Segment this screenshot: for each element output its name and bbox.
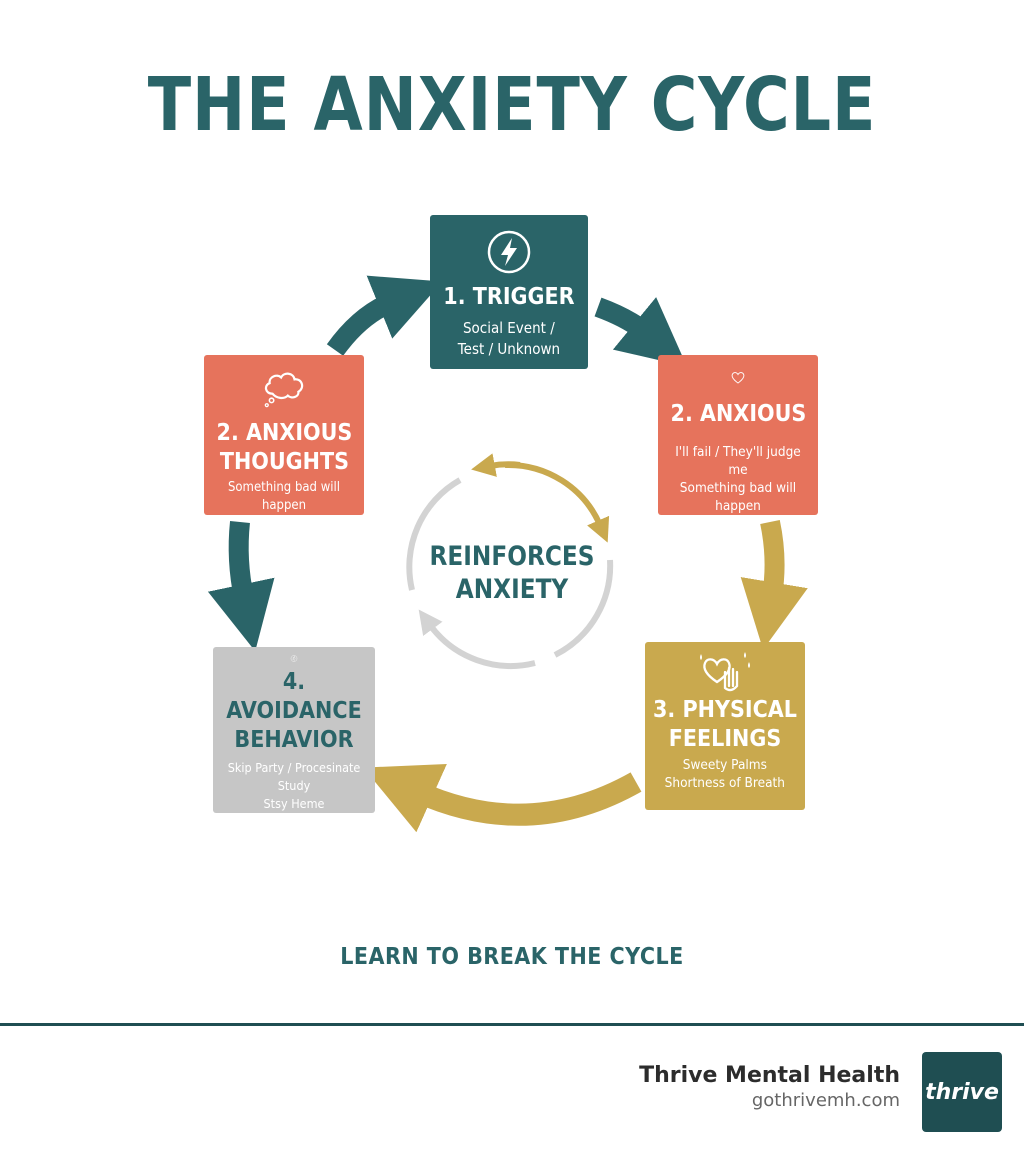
node-avoidance-behavior: 4. AVOIDANCE BEHAVIOR Skip Party / Proce… (213, 647, 375, 813)
node-trigger: 1. TRIGGER Social Event / Test / Unknown (430, 215, 588, 369)
node-anxious-thoughts: 2. ANXIOUS THOUGHTS Something bad will h… (204, 355, 364, 515)
thrive-logo[interactable]: thrive (922, 1052, 1002, 1132)
node-anxious-text: I'll fail / They'll judge me Something b… (675, 444, 801, 514)
node-trigger-text: Social Event / Test / Unknown (457, 319, 561, 358)
node-anxious-heading: 2. ANXIOUS (670, 401, 806, 427)
brand-name: Thrive Mental Health (639, 1063, 900, 1088)
lightning-icon (487, 230, 531, 274)
reinforces-anxiety-label: REINFORCES ANXIETY (429, 541, 595, 605)
brand-url[interactable]: gothrivemh.com (751, 1090, 900, 1111)
reinforce-cycle-arrows (406, 453, 614, 669)
node-physical-text: Sweety Palms Shortness of Breath (664, 757, 786, 791)
sweaty-hand-heart-icon (700, 652, 750, 692)
arrow-physical-to-avoidance (363, 763, 642, 833)
node-thoughts-text: Something bad will happen (227, 480, 341, 513)
node-thoughts-heading: 2. ANXIOUS THOUGHTS (216, 420, 352, 475)
break-the-cycle-link[interactable]: LEARN TO BREAK THE CYCLE (340, 944, 684, 970)
arrow-trigger-to-anxious (594, 297, 688, 367)
node-physical-feelings: 3. PHYSICAL FEELINGS Sweety Palms Shortn… (645, 642, 805, 810)
arrow-thoughts-to-trigger (326, 275, 443, 356)
page-title: THE ANXIETY CYCLE (147, 62, 877, 148)
thought-cloud-icon (264, 372, 304, 408)
footer-divider (0, 1023, 1024, 1026)
heart-icon (731, 372, 745, 384)
arrow-thoughts-to-avoidance (207, 520, 275, 652)
node-anxious: 2. ANXIOUS I'll fail / They'll judge me … (658, 355, 818, 515)
node-trigger-heading: 1. TRIGGER (443, 284, 575, 310)
arrow-anxious-to-physical (740, 519, 808, 650)
node-physical-heading: 3. PHYSICAL FEELINGS (653, 697, 797, 752)
node-avoidance-text: Skip Party / Procesinate Study Stsy Heme (227, 760, 361, 811)
node-avoidance-heading: 4. AVOIDANCE BEHAVIOR (226, 669, 362, 753)
logo-text: thrive (925, 1079, 999, 1105)
running-person-icon (290, 655, 298, 662)
